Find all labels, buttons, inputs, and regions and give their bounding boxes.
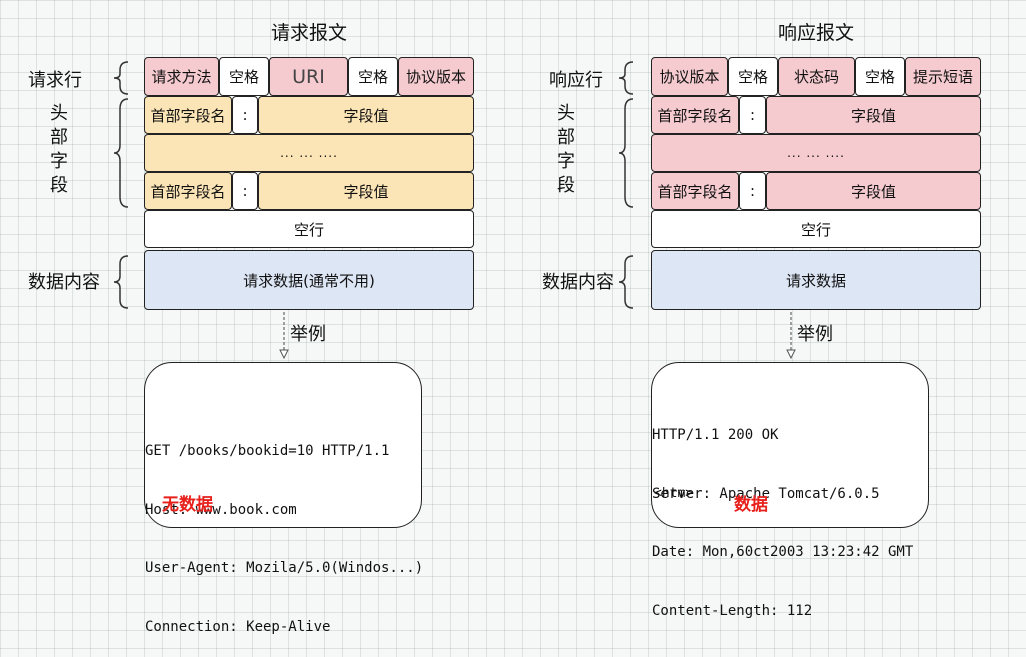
request-example-arrow (279, 312, 289, 360)
request-method-cell: 请求方法 (144, 57, 219, 96)
response-example-line-3: Date: Mon,60ct2003 13:23:42 GMT (652, 544, 914, 560)
response-blank-line-cell: 空行 (651, 210, 981, 248)
response-example-line-2: Server: Apache Tomcat/6.0.5 (652, 485, 880, 502)
response-header-brace (618, 98, 634, 208)
response-space-cell-2: 空格 (855, 57, 905, 96)
response-header-value-cell-2: 字段值 (766, 172, 981, 210)
request-example-line-4: Connection: Keep-Alive (145, 618, 331, 635)
request-body-label: 数据内容 (28, 272, 100, 293)
response-title: 响应报文 (777, 22, 854, 44)
response-line-label: 响应行 (549, 70, 603, 91)
request-line-brace (113, 61, 129, 95)
request-header-colon-cell-2: : (232, 172, 258, 210)
request-header-name-cell-1: 首部字段名 (144, 96, 232, 134)
request-space-cell-2: 空格 (348, 57, 398, 96)
response-example-tag: <htm> (654, 486, 694, 501)
request-example-note: 无数据 (162, 495, 213, 515)
request-header-brace (113, 98, 129, 208)
request-header-label: 头部字段 (50, 103, 68, 196)
request-body-cell: 请求数据(通常不用) (144, 250, 474, 310)
response-example-arrow (786, 312, 796, 360)
request-header-colon-cell-1: : (232, 96, 258, 134)
request-blank-line-cell: 空行 (144, 210, 474, 248)
request-example-line-1: GET /books/bookid=10 HTTP/1.1 (145, 443, 390, 459)
response-example-line-1: HTTP/1.1 200 OK (652, 427, 779, 443)
response-header-value-cell-1: 字段值 (766, 96, 981, 134)
response-body-label: 数据内容 (542, 272, 614, 293)
request-body-brace (113, 255, 129, 309)
response-header-name-cell-2: 首部字段名 (651, 172, 739, 210)
request-space-cell-1: 空格 (219, 57, 269, 96)
request-version-cell: 协议版本 (398, 57, 474, 96)
response-header-colon-cell-1: : (739, 96, 766, 134)
request-example-label: 举例 (290, 324, 326, 345)
request-header-ellipsis-row: ... ... .... (144, 134, 474, 172)
response-phrase-cell: 提示短语 (905, 57, 981, 96)
response-body-brace (618, 255, 634, 309)
response-line-brace (618, 61, 634, 95)
response-example-note: 数据 (734, 495, 768, 515)
request-title: 请求报文 (270, 22, 347, 44)
response-example-label: 举例 (797, 324, 833, 345)
request-header-value-cell-1: 字段值 (258, 96, 474, 134)
request-example-line-3: User-Agent: Mozila/5.0(Windos...) (145, 560, 424, 576)
request-header-name-cell-2: 首部字段名 (144, 172, 232, 210)
response-header-label: 头部字段 (557, 103, 575, 196)
response-example-line-4: Content-Length: 112 (652, 602, 813, 619)
response-example-box: HTTP/1.1 200 OK Server: Apache Tomcat/6.… (651, 362, 929, 619)
response-version-cell: 协议版本 (651, 57, 728, 96)
request-uri-cell: URI (269, 57, 348, 96)
request-line-label: 请求行 (28, 70, 82, 91)
request-header-value-cell-2: 字段值 (258, 172, 474, 210)
response-status-code-cell: 状态码 (778, 57, 855, 96)
response-body-cell: 请求数据 (651, 250, 981, 310)
response-header-name-cell-1: 首部字段名 (651, 96, 739, 134)
response-header-colon-cell-2: : (739, 172, 766, 210)
request-example-line-2: Host: www.book.com (145, 501, 297, 518)
response-space-cell-1: 空格 (728, 57, 778, 96)
response-header-ellipsis-row: ... ... .... (651, 134, 981, 172)
